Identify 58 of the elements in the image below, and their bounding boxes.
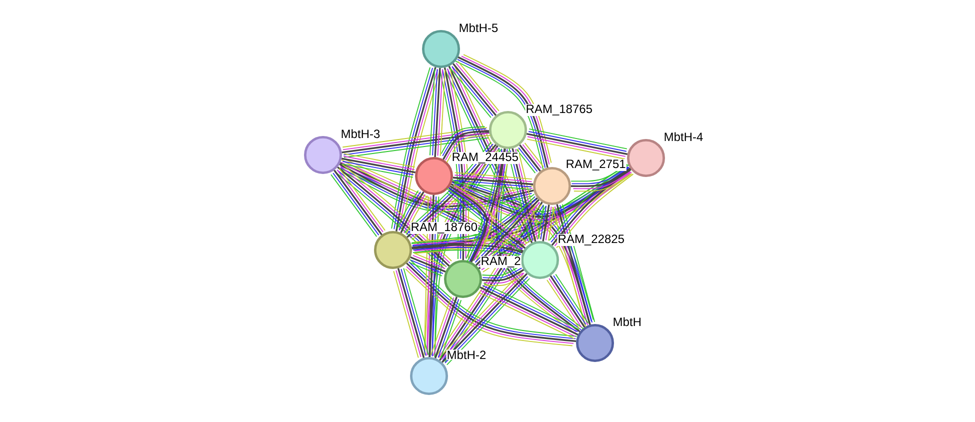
interaction-edge xyxy=(446,185,493,262)
interaction-edge xyxy=(440,126,491,163)
interaction-edge xyxy=(391,66,441,232)
protein-label: RAM_2 xyxy=(480,256,522,268)
interaction-edge xyxy=(538,204,554,242)
interaction-edge xyxy=(526,128,628,160)
interaction-edge xyxy=(516,142,544,174)
interaction-edge xyxy=(507,148,541,242)
interaction-edge xyxy=(393,268,429,358)
interaction-edge xyxy=(429,68,446,158)
interaction-edge xyxy=(450,61,500,118)
interaction-edge xyxy=(396,190,428,234)
protein-label: MbtH-5 xyxy=(458,22,499,33)
protein-circle xyxy=(422,30,460,68)
interaction-edge xyxy=(472,196,542,268)
protein-circle xyxy=(627,139,665,177)
interaction-edge xyxy=(334,164,452,270)
interaction-edge xyxy=(444,64,536,244)
protein-circle xyxy=(415,157,453,195)
interaction-edge xyxy=(548,166,634,248)
interaction-edge xyxy=(342,127,490,158)
protein-label: RAM_2751 xyxy=(565,159,626,171)
protein-label: MbtH-2 xyxy=(446,350,487,360)
protein-circle xyxy=(374,231,412,269)
interaction-edge xyxy=(424,194,440,358)
protein-circle xyxy=(444,260,482,298)
interaction-edge xyxy=(430,296,462,359)
protein-label: MbtH-4 xyxy=(663,132,704,142)
interaction-edge xyxy=(342,153,416,178)
interaction-edge xyxy=(339,159,534,212)
protein-circle xyxy=(410,357,448,395)
protein-label: RAM_22825 xyxy=(557,234,626,246)
interaction-edge xyxy=(412,239,523,258)
interaction-edge xyxy=(546,274,588,330)
protein-circle xyxy=(576,324,614,362)
interaction-edge xyxy=(478,282,580,340)
protein-label: MbtH xyxy=(612,316,642,327)
interaction-edge xyxy=(446,184,528,252)
interaction-edge xyxy=(466,148,510,262)
interaction-edge xyxy=(409,252,447,276)
interaction-edge xyxy=(411,194,539,254)
interaction-edge xyxy=(552,204,596,326)
interaction-edge xyxy=(450,164,632,222)
protein-circle xyxy=(304,136,342,174)
protein-circle xyxy=(521,241,559,279)
interaction-edge xyxy=(449,178,594,328)
protein-label: RAM_18765 xyxy=(525,104,594,116)
protein-label: RAM_24455 xyxy=(451,152,520,164)
protein-label: RAM_18760 xyxy=(410,222,478,234)
interaction-edge xyxy=(436,200,546,362)
interaction-edge xyxy=(330,168,386,238)
interaction-edge xyxy=(454,54,552,170)
interaction-edge xyxy=(405,259,578,346)
interaction-edge xyxy=(570,164,631,192)
interaction-edge xyxy=(438,270,530,366)
interaction-edge xyxy=(452,172,534,190)
protein-circle xyxy=(489,111,527,149)
protein-label: MbtH-3 xyxy=(340,128,381,139)
